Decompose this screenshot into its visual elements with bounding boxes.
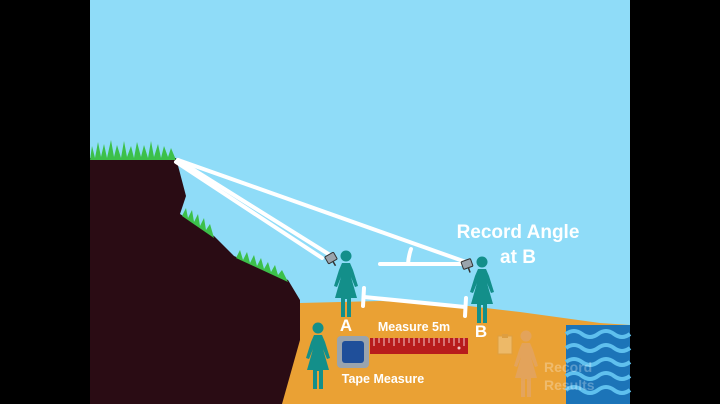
- sight-line-a-upper: [176, 158, 332, 257]
- tape-ruler: [370, 338, 468, 354]
- point-b-label: B: [475, 322, 487, 341]
- distance-bar: [361, 286, 468, 318]
- grass-slope: [236, 250, 288, 282]
- record-results-label-line2: Results: [544, 377, 595, 393]
- letterbox-left: [0, 0, 90, 404]
- letterbox-right: [630, 0, 720, 404]
- point-a-label: A: [340, 316, 352, 335]
- tape-measure-icon: [337, 336, 369, 368]
- sight-line-a-lower: [174, 160, 324, 260]
- measure-label: Measure 5m: [378, 320, 450, 334]
- clinometer-a-icon: [324, 251, 338, 267]
- clipboard-icon: [497, 334, 513, 355]
- record-angle-label-line1: Record Angle: [457, 222, 580, 243]
- grass-ledge: [182, 208, 214, 238]
- sight-line-b: [176, 158, 468, 264]
- record-results-label-line1: Record: [544, 359, 592, 375]
- record-angle-label-line2: at B: [500, 247, 536, 268]
- grass-top: [90, 140, 176, 160]
- clinometer-b-icon: [460, 258, 474, 273]
- sea-waves: [564, 329, 632, 395]
- tape-measure-label: Tape Measure: [342, 372, 424, 386]
- sight-lines: [174, 158, 468, 266]
- cliff: [90, 158, 300, 404]
- angle-arc-b: [406, 247, 413, 266]
